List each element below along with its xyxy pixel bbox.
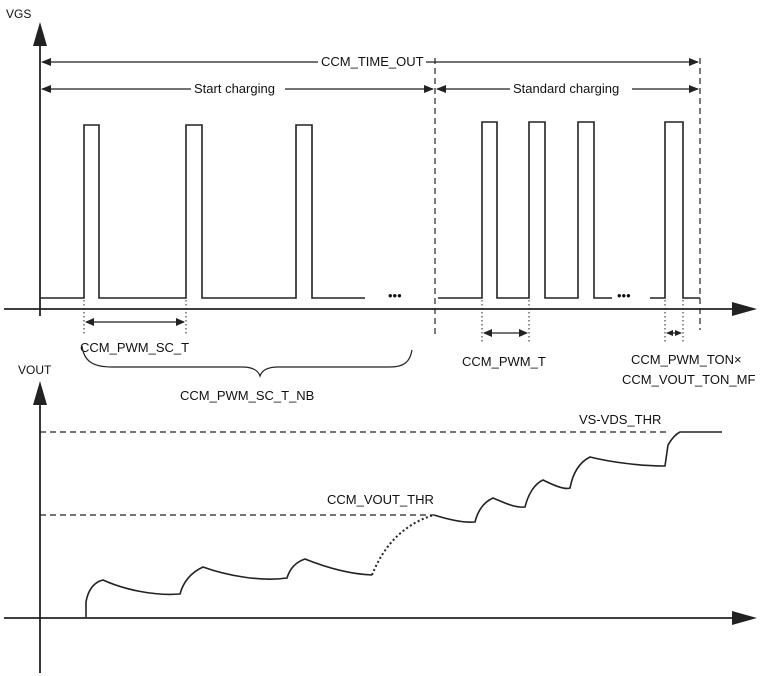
vs-vds-thr-label: VS-VDS_THR bbox=[579, 412, 661, 427]
vout-curve-transition bbox=[371, 514, 435, 576]
vgs-panel: VGS ••• ••• CCM_TIME_OUT Start charging bbox=[4, 7, 757, 403]
vout-x-axis-arrow-icon bbox=[732, 611, 757, 625]
ccm-pwm-ton-dimension: CCM_PWM_TON× CCM_VOUT_TON_MF bbox=[622, 300, 755, 387]
start-charging-dimension: Start charging bbox=[41, 80, 434, 97]
vgs-x-axis-arrow-icon bbox=[732, 302, 757, 316]
ccm-time-out-dimension: CCM_TIME_OUT bbox=[41, 52, 699, 70]
vout-curve-start-charging bbox=[85, 558, 373, 617]
ccm-pwm-sc-t-nb-brace: CCM_PWM_SC_T_NB bbox=[81, 345, 413, 403]
vout-axis-label: VOUT bbox=[18, 363, 52, 377]
vgs-ellipsis-start: ••• bbox=[388, 288, 402, 303]
vgs-axis-label: VGS bbox=[6, 7, 31, 21]
vout-y-axis-arrow-icon bbox=[33, 381, 47, 405]
ccm-pwm-sc-t-nb-label: CCM_PWM_SC_T_NB bbox=[180, 388, 314, 403]
vout-panel: VOUT VS-VDS_THR CCM_VOUT_THR bbox=[4, 363, 757, 673]
ccm-time-out-label: CCM_TIME_OUT bbox=[321, 54, 424, 69]
ccm-vout-thr-label: CCM_VOUT_THR bbox=[327, 492, 434, 507]
ccm-vout-ton-mf-label: CCM_VOUT_TON_MF bbox=[622, 372, 755, 387]
standard-charging-label: Standard charging bbox=[513, 81, 619, 96]
ccm-pwm-sc-t-label: CCM_PWM_SC_T bbox=[80, 340, 189, 355]
vout-curve-standard-charging bbox=[433, 431, 722, 523]
ccm-pwm-t-dimension: CCM_PWM_T bbox=[462, 300, 546, 369]
start-charging-label: Start charging bbox=[194, 81, 275, 96]
ccm-pwm-sc-t-dimension: CCM_PWM_SC_T bbox=[80, 300, 189, 355]
vgs-pulses-start-charging bbox=[40, 124, 365, 299]
vgs-ellipsis-standard: ••• bbox=[617, 288, 631, 303]
vgs-y-axis-arrow-icon bbox=[33, 22, 47, 46]
ccm-pwm-ton-label: CCM_PWM_TON× bbox=[631, 352, 742, 367]
vgs-pulse-last bbox=[650, 121, 700, 299]
standard-charging-dimension: Standard charging bbox=[436, 80, 699, 97]
ccm-pwm-t-label: CCM_PWM_T bbox=[462, 354, 546, 369]
vgs-pulses-standard-charging bbox=[438, 121, 612, 299]
